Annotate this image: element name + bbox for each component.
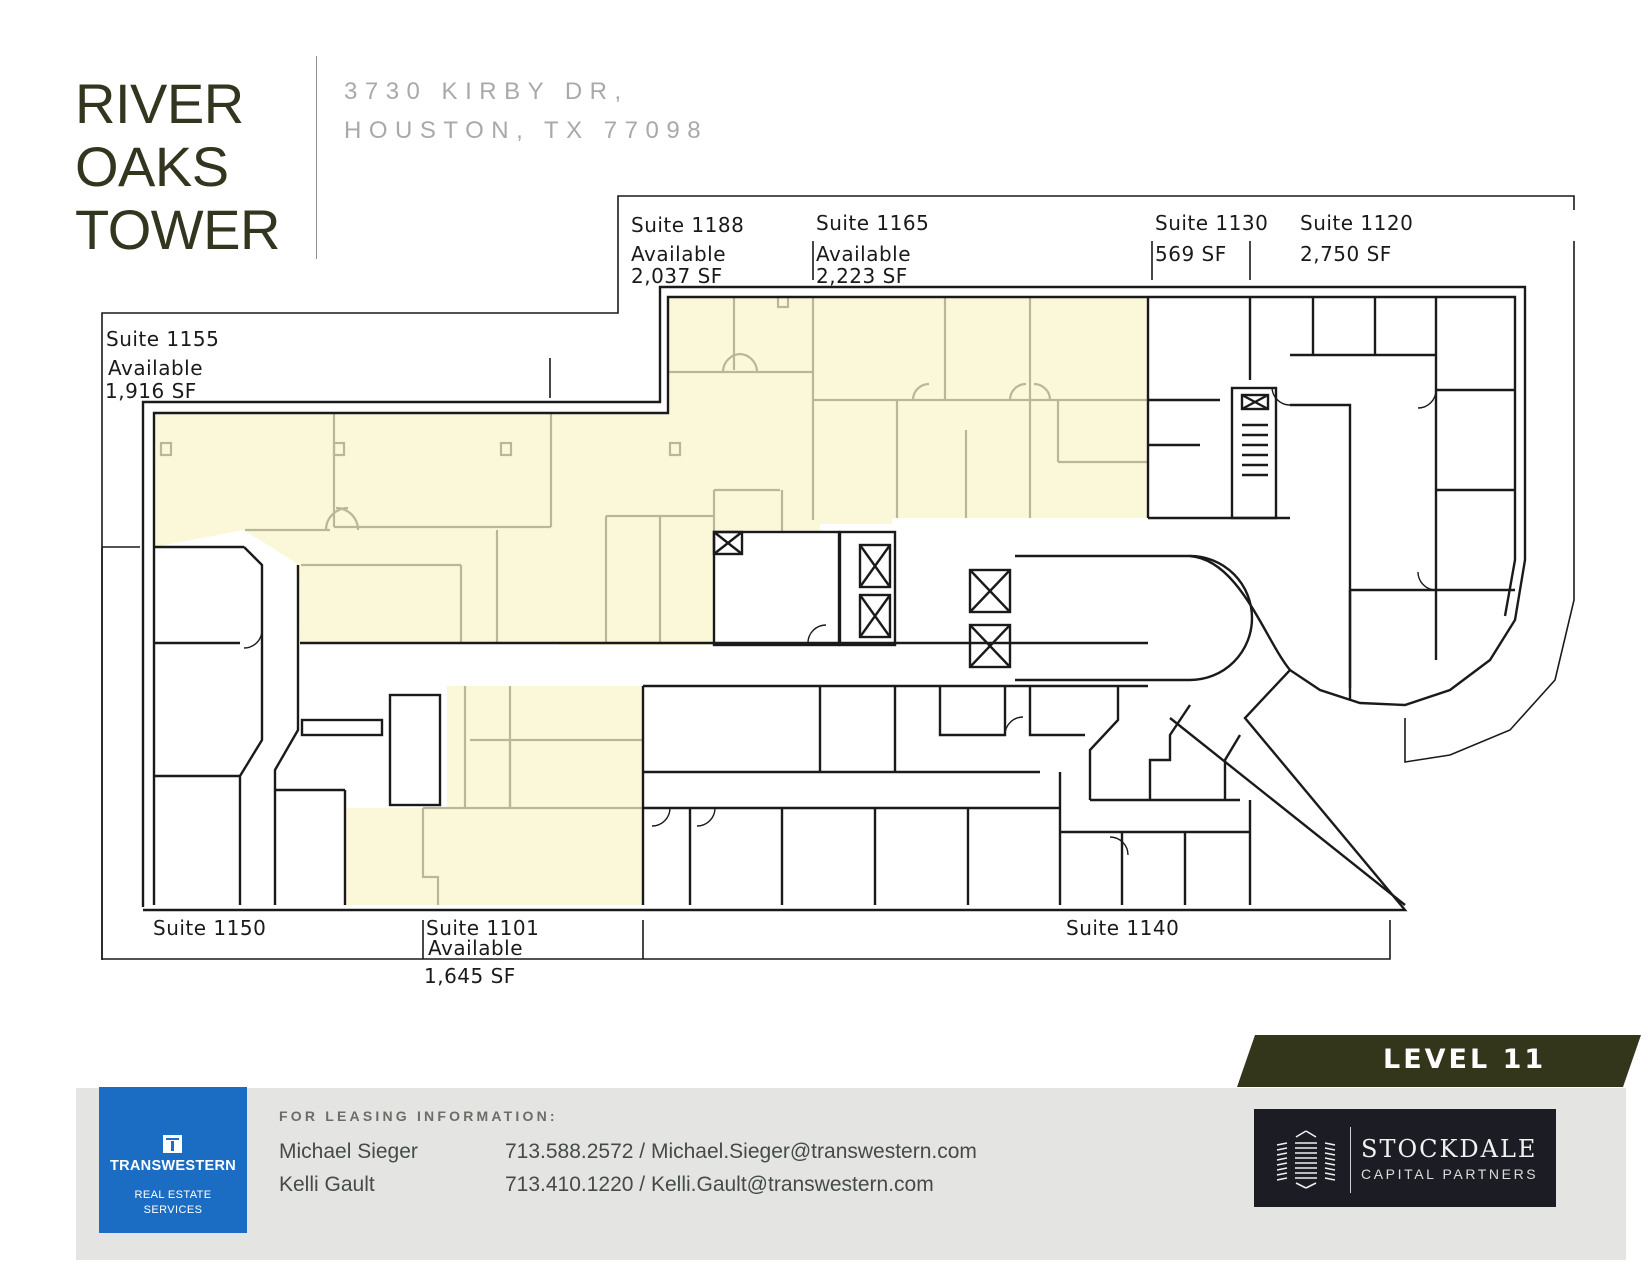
bottom-bracket [101,547,1391,960]
building-name: RIVER OAKS TOWER [75,72,280,261]
suite-1165-label: Suite 1165 [816,211,929,235]
address-line-1: 3730 KIRBY DR, [344,78,629,105]
suite-1120-area: 2,750 SF [1300,242,1392,266]
building-name-line: RIVER [75,72,244,135]
stockdale-sub: CAPITAL PARTNERS [1361,1166,1539,1182]
title-divider [316,56,317,259]
suite-1155-bracket [101,195,1575,960]
stockdale-name: STOCKDALE [1361,1135,1538,1163]
transwestern-sub: REAL ESTATE SERVICES [99,1188,247,1218]
stockdale-building-icon [1276,1130,1336,1189]
transwestern-sub-line: SERVICES [143,1204,203,1216]
suite-1130-label: Suite 1130 [1155,211,1268,235]
building-name-line: OAKS [75,135,229,198]
transwestern-sub-line: REAL ESTATE [134,1189,212,1201]
contact-name: Michael Sieger [279,1140,418,1163]
suite-1101-area: 1,645 SF [424,964,516,988]
suite-1101-status: Available [428,936,523,960]
suite-1188-status: Available [631,242,726,266]
contact-phone-email[interactable]: 713.588.2572 / Michael.Sieger@transweste… [505,1140,977,1163]
suite-1155-area [154,297,1148,645]
address-line-2: HOUSTON, TX 77098 [344,117,709,144]
transwestern-logo: TRANSWESTERN REAL ESTATE SERVICES [99,1087,247,1233]
suite-1155-area: 1,916 SF [105,379,197,403]
suite-1150-label: Suite 1150 [153,916,266,940]
contact-phone-email[interactable]: 713.410.1220 / Kelli.Gault@transwestern.… [505,1173,934,1196]
stockdale-separator [1350,1127,1351,1193]
contact-name: Kelli Gault [279,1173,375,1196]
suite-1188-area: 2,037 SF [631,264,723,288]
transwestern-t-icon [163,1135,182,1153]
level-banner [1237,1035,1641,1087]
suite-1155-label: Suite 1155 [106,327,219,351]
leasing-label: FOR LEASING INFORMATION: [279,1108,558,1124]
suite-1155-status: Available [108,356,203,380]
suite-1188-label: Suite 1188 [631,213,744,237]
suite-1101-label: Suite 1101 [426,916,539,940]
building-outline [141,285,1527,912]
level-label: LEVEL 11 [1383,1044,1547,1075]
stockdale-logo: STOCKDALE CAPITAL PARTNERS [1254,1109,1556,1207]
suite-1140-label: Suite 1140 [1066,916,1179,940]
floor-plan: Suite 1155 Available 1,916 SF Suite 1188… [101,195,1575,988]
transwestern-name: TRANSWESTERN [109,1158,237,1174]
suite-1120-label: Suite 1120 [1300,211,1413,235]
suite-1165-status: Available [816,242,911,266]
building-name-line: TOWER [75,198,280,261]
address: 3730 KIRBY DR, HOUSTON, TX 77098 [344,72,708,150]
suite-1130-area: 569 SF [1155,242,1227,266]
suite-1165-area: 2,223 SF [816,264,908,288]
